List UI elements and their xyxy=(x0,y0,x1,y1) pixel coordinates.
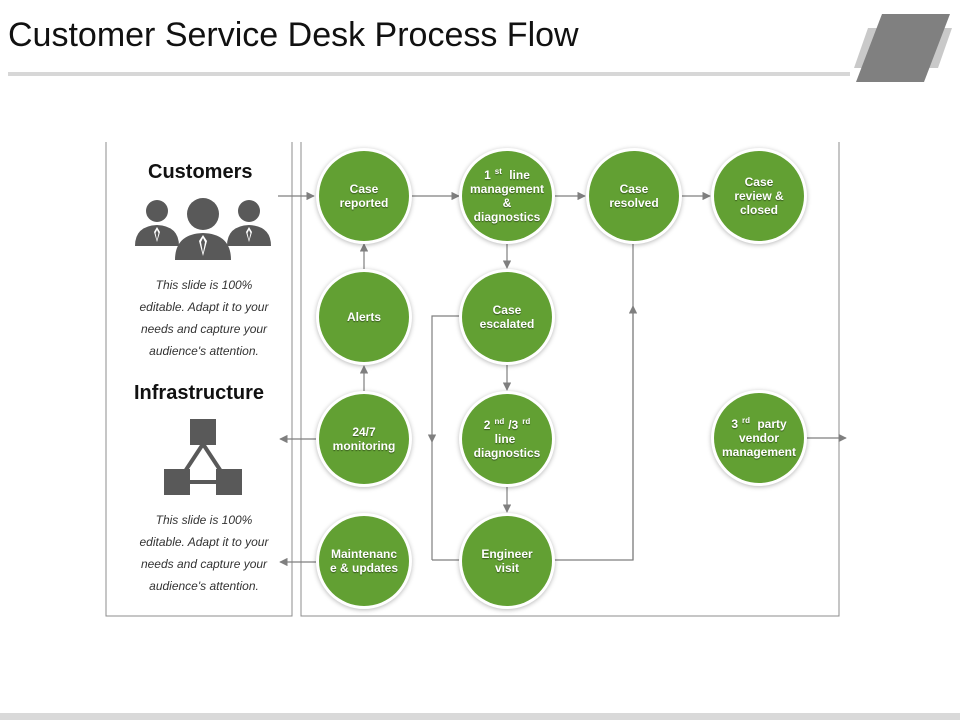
customers-heading: Customers xyxy=(148,161,253,183)
network-hierarchy-icon xyxy=(164,419,242,495)
infrastructure-description: This slide is 100% editable. Adapt it to… xyxy=(139,513,269,593)
parallelogram-stripes-icon xyxy=(854,14,952,82)
title-underline xyxy=(8,72,850,76)
customers-description: This slide is 100% editable. Adapt it to… xyxy=(139,278,269,358)
footer-bar xyxy=(0,713,960,720)
page-title: Customer Service Desk Process Flow xyxy=(8,16,579,54)
infrastructure-heading: Infrastructure xyxy=(134,382,265,404)
node-alerts: Alerts xyxy=(319,272,409,362)
people-group-icon xyxy=(135,198,271,260)
